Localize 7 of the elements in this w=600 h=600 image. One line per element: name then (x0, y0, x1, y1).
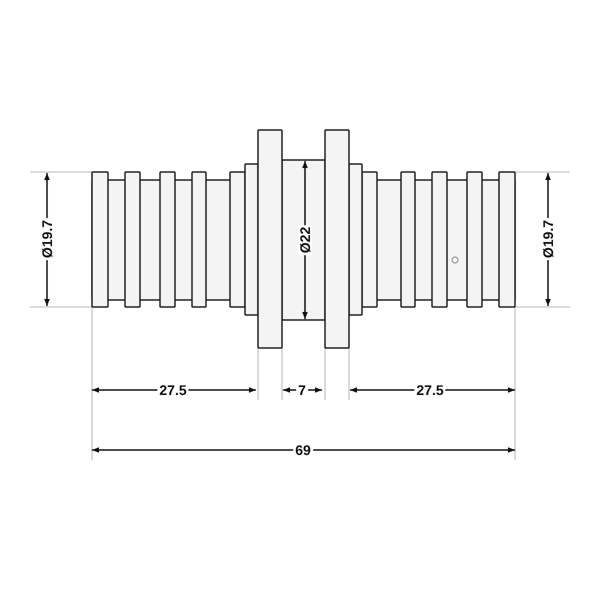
dimension-label: 27.5 (414, 383, 446, 397)
dimension-label: Ø19.7 (40, 218, 54, 260)
dimension-label: 27.5 (157, 383, 189, 397)
dimension-label: 69 (293, 443, 313, 457)
dimension-label: 7 (296, 383, 308, 397)
dimension-label: Ø22 (298, 224, 312, 256)
dimension-label: Ø19.7 (541, 218, 555, 260)
